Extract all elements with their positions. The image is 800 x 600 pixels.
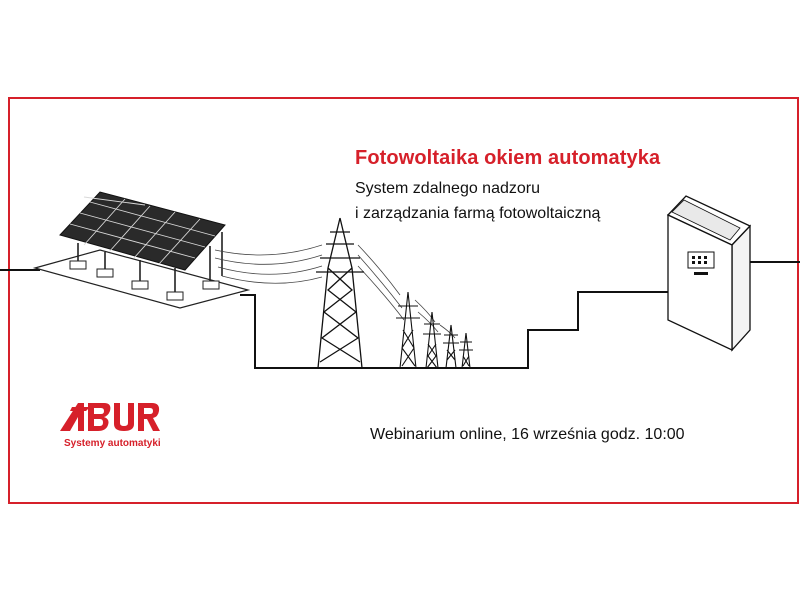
banner-subtitle-line1: System zdalnego nadzoru <box>355 180 540 197</box>
banner-frame <box>8 97 799 504</box>
circuit-line <box>0 261 800 369</box>
abur-logo-mark <box>60 403 160 431</box>
small-tower-icon <box>396 291 473 369</box>
banner-title: Fotowoltaika okiem automatyka <box>355 147 661 169</box>
power-lines <box>214 244 456 339</box>
inverter-cabinet-icon <box>666 195 752 352</box>
abur-logo <box>60 403 160 431</box>
event-info: Webinarium online, 16 września godz. 10:… <box>370 426 685 443</box>
logo-tagline: Systemy automatyki <box>64 438 161 449</box>
solar-panel-icon <box>32 191 251 309</box>
transmission-tower-icon <box>316 217 364 369</box>
banner-subtitle-line2: i zarządzania farmą fotowoltaiczną <box>355 205 601 222</box>
